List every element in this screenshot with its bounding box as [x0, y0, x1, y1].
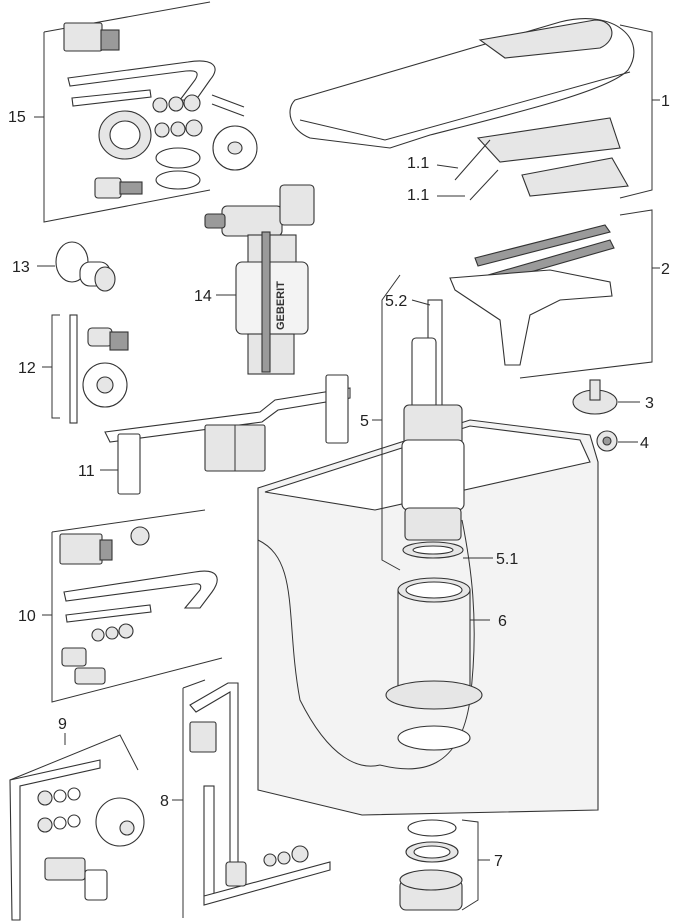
group-7-parts — [399, 819, 463, 911]
callout-5: 5 — [360, 413, 369, 430]
item-13-part — [55, 241, 116, 292]
group-8-bracket — [172, 679, 206, 918]
callout-3: 3 — [645, 395, 654, 412]
group-5-bracket — [372, 274, 401, 571]
callout-14: 14 — [194, 288, 212, 305]
callout-1: 1 — [661, 93, 670, 110]
callout-5-1: 5.1 — [496, 551, 518, 568]
group-15-parts — [63, 22, 258, 199]
valve-brand-label: GEBERIT — [275, 281, 287, 330]
callout-4: 4 — [640, 435, 649, 452]
item-4-part — [596, 430, 618, 452]
callout-8: 8 — [160, 793, 169, 810]
item-3-part — [572, 379, 618, 415]
item-14-fill-valve: GEBERIT — [204, 184, 315, 375]
group-7-bracket — [461, 819, 490, 911]
group-9-bracket — [9, 733, 139, 781]
callout-1-1-a: 1.1 — [407, 155, 429, 172]
callout-11: 11 — [78, 463, 95, 480]
group-10-parts — [59, 526, 218, 685]
group-8-parts — [189, 682, 331, 906]
group-10-bracket — [42, 509, 223, 703]
callout-7: 7 — [494, 853, 503, 870]
item-5-flush-valve — [401, 299, 465, 541]
callout-15: 15 — [8, 109, 26, 126]
callout-6: 6 — [498, 613, 507, 630]
item-1-lid — [289, 18, 635, 149]
group-2-bracket — [519, 209, 660, 379]
group-12-parts — [69, 314, 129, 424]
callout-2: 2 — [661, 261, 670, 278]
callout-9: 9 — [58, 716, 67, 733]
item-6-cylinder — [385, 577, 483, 751]
group-12-bracket — [42, 314, 60, 419]
item-2-rails — [449, 224, 615, 366]
callout-10: 10 — [18, 608, 36, 625]
callout-5-2: 5.2 — [385, 293, 407, 310]
item-11-frame — [104, 374, 351, 495]
callout-12: 12 — [18, 360, 36, 377]
callout-13: 13 — [12, 259, 30, 276]
item-5-1-seal — [402, 541, 464, 559]
item-1-1-clips — [454, 117, 629, 201]
group-1-bracket — [619, 24, 660, 199]
group-9-parts — [9, 759, 145, 921]
callout-1-1-b: 1.1 — [407, 187, 429, 204]
